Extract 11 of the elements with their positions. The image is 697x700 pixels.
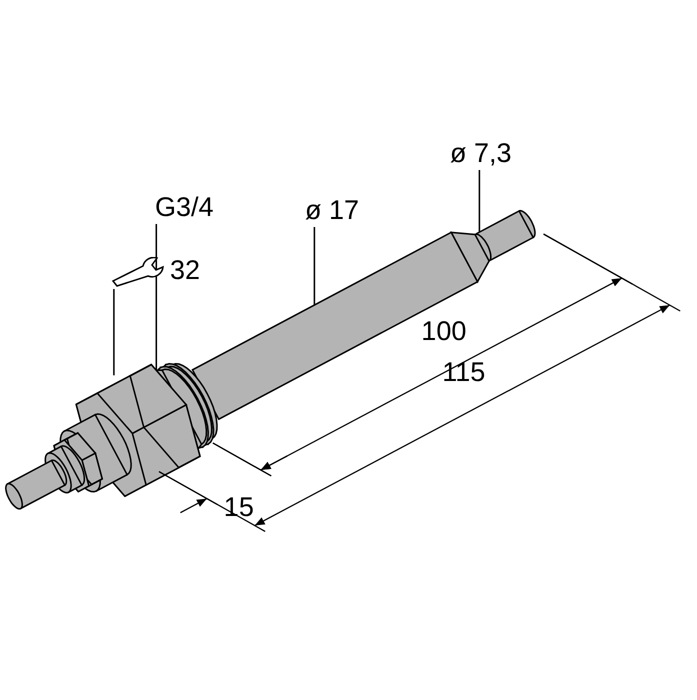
leader-line bbox=[478, 170, 480, 232]
dimension-label: ø 7,3 bbox=[450, 138, 512, 168]
dimension-label: G3/4 bbox=[155, 192, 214, 222]
leader-line bbox=[113, 289, 115, 376]
leader-line bbox=[156, 224, 158, 370]
dimension-label: 32 bbox=[170, 255, 200, 285]
leader-line bbox=[314, 227, 316, 306]
dimension-label: 100 bbox=[421, 316, 466, 346]
dimension-label: 115 bbox=[442, 357, 486, 388]
dimension-label: 15 bbox=[224, 492, 254, 522]
dimension-label: ø 17 bbox=[305, 195, 360, 225]
